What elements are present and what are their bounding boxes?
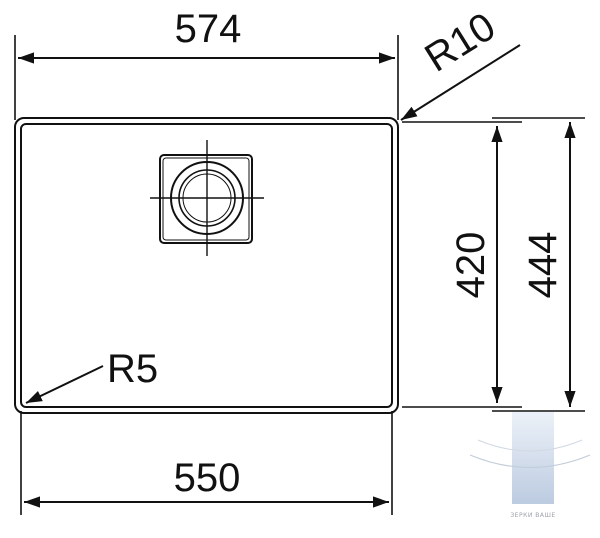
drain-symbol	[150, 140, 264, 256]
dimension-label-444: 444	[521, 232, 565, 299]
sink-outer-outline	[14, 117, 399, 414]
drain-square	[159, 154, 253, 244]
radius-label-r5: R5	[107, 347, 158, 391]
radius-label-r10: R10	[417, 4, 503, 80]
dimension-label-550: 550	[174, 456, 241, 500]
leader-line-r10	[400, 44, 521, 121]
sink-inner-outline	[20, 123, 393, 408]
dimension-label-574: 574	[175, 7, 242, 51]
leader-line-r5	[25, 365, 104, 404]
watermark-text: ЗЕРКИ ВАШЕ	[510, 512, 555, 519]
dimension-label-420: 420	[449, 232, 493, 299]
watermark-logo: ЗЕРКИ ВАШЕ	[469, 412, 591, 519]
